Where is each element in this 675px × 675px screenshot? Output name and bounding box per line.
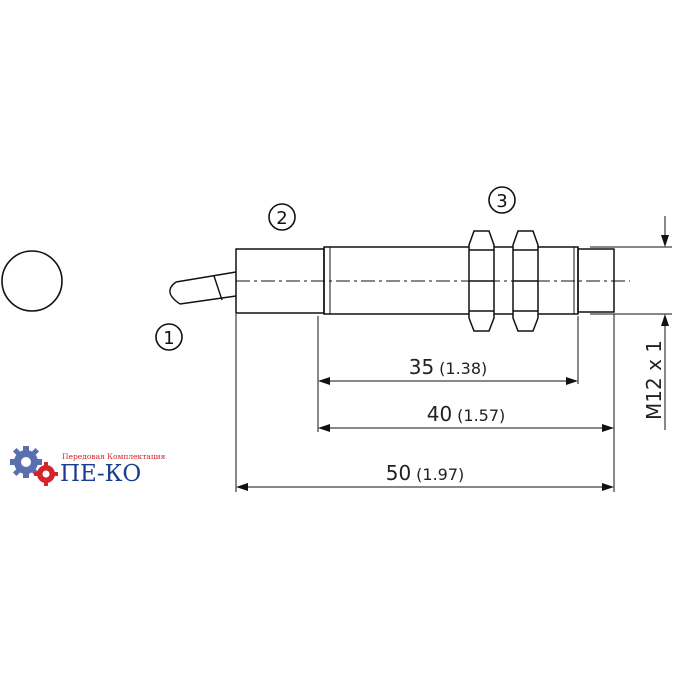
dimension-40: 40(1.57) bbox=[318, 402, 614, 432]
front-view-circle bbox=[1, 250, 63, 312]
dimension-thread: M12 x 1 bbox=[642, 216, 669, 430]
callout-2-label: 2 bbox=[276, 208, 287, 229]
gear-icon bbox=[10, 446, 58, 486]
cable bbox=[169, 271, 237, 305]
thread-label: M12 x 1 bbox=[642, 340, 666, 420]
dimension-40-label: 40(1.57) bbox=[427, 402, 506, 426]
logo-tagline: Передовая Комплектация bbox=[62, 452, 166, 461]
callout-3: 3 bbox=[488, 186, 516, 214]
callout-3-label: 3 bbox=[496, 191, 507, 212]
callout-2: 2 bbox=[268, 203, 296, 231]
callout-1-label: 1 bbox=[163, 328, 174, 349]
dimension-50: 50(1.97) bbox=[236, 461, 614, 491]
logo-name: ПЕ-КО bbox=[60, 461, 141, 487]
callout-1: 1 bbox=[155, 323, 183, 351]
dimension-35-label: 35(1.38) bbox=[409, 355, 488, 379]
mounting-nut bbox=[512, 230, 539, 332]
dimension-50-label: 50(1.97) bbox=[386, 461, 465, 485]
extension-lines bbox=[235, 246, 672, 492]
dimension-35: 35(1.38) bbox=[318, 355, 578, 385]
company-logo: Передовая Комплектация ПЕ-КО bbox=[10, 446, 166, 487]
